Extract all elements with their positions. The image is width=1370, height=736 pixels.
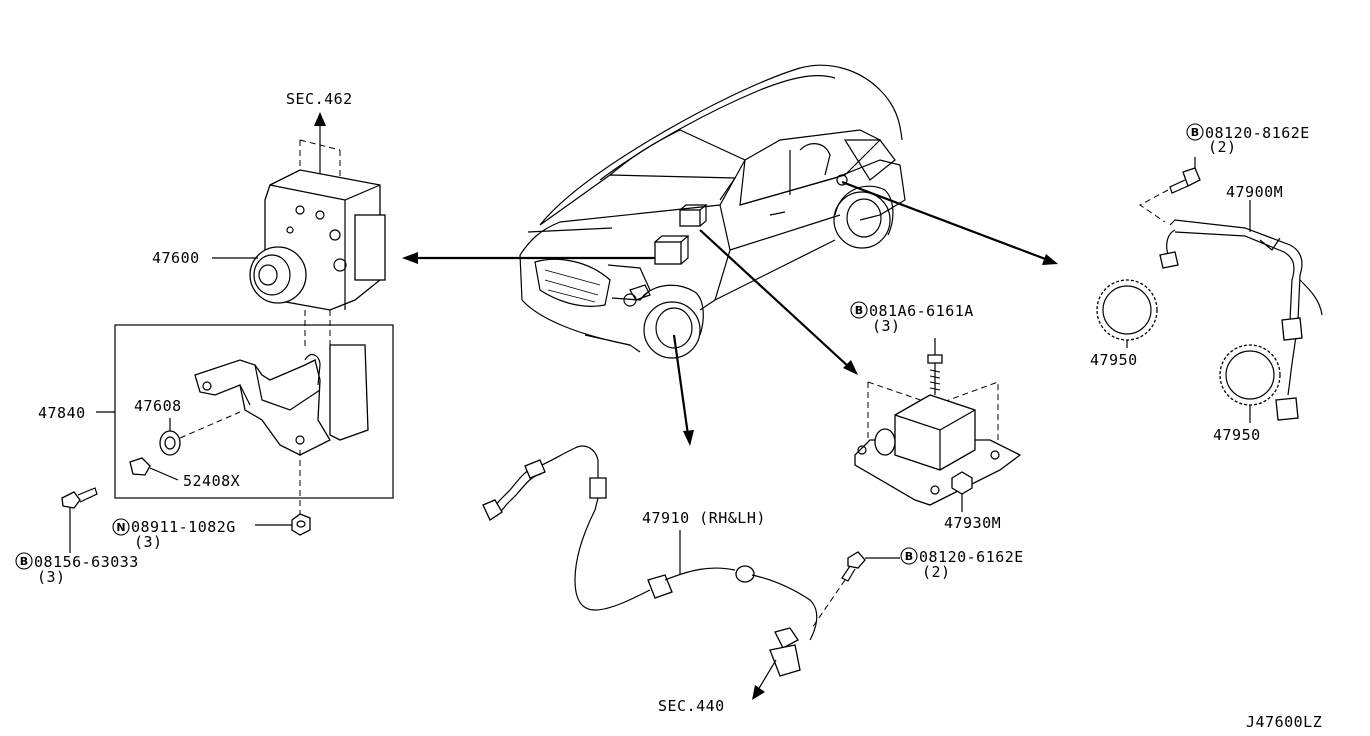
marker-b-081a6: B	[855, 304, 863, 317]
marker-n-08911: N	[116, 521, 125, 534]
label-47600: 47600	[152, 249, 200, 267]
label-47930m: 47930M	[944, 514, 1001, 532]
rear-wheel-sensor-47900m	[1096, 157, 1323, 423]
label-08120-6162e: 08120-6162E	[919, 548, 1024, 566]
marker-b-08120-8162: B	[1191, 126, 1199, 139]
label-47950-b: 47950	[1213, 426, 1261, 444]
part-labels: SEC.462 47600 47840 47608 52408X 08911-1…	[34, 90, 1322, 731]
bracket-group-47840	[96, 324, 394, 515]
label-52408x: 52408X	[183, 472, 240, 490]
nut-08911	[255, 513, 311, 536]
label-08120-8162e-qty: (2)	[1208, 138, 1237, 156]
label-sec-462: SEC.462	[286, 90, 353, 108]
diagram-code: J47600LZ	[1246, 713, 1322, 731]
label-08156-qty: (3)	[37, 568, 66, 586]
label-08156-63033: 08156-63033	[34, 553, 139, 571]
label-sec-440: SEC.440	[658, 697, 725, 715]
label-08120-8162e: 08120-8162E	[1205, 124, 1310, 142]
label-47910: 47910 (RH&LH)	[642, 509, 766, 527]
label-47950-a: 47950	[1090, 351, 1138, 369]
abs-actuator-47600	[212, 112, 386, 350]
circled-markers: B B B N B	[15, 123, 1204, 570]
label-47840: 47840	[38, 404, 86, 422]
bolt-08156	[61, 487, 98, 553]
marker-b-08120-6162: B	[905, 550, 913, 563]
label-081a6-6161a: 081A6-6161A	[869, 302, 974, 320]
front-wheel-sensor-47910	[482, 445, 900, 700]
label-08120-6162e-qty: (2)	[922, 563, 951, 581]
label-08911-1082g: 08911-1082G	[131, 518, 236, 536]
label-08911-qty: (3)	[134, 533, 163, 551]
label-081a6-qty: (3)	[872, 317, 901, 335]
label-47608: 47608	[134, 397, 182, 415]
leader-arrows	[402, 180, 1058, 446]
g-sensor-47930m	[854, 338, 1022, 512]
marker-b-08156: B	[20, 555, 28, 568]
label-47900m: 47900M	[1226, 183, 1283, 201]
vehicle-illustration	[519, 64, 906, 359]
